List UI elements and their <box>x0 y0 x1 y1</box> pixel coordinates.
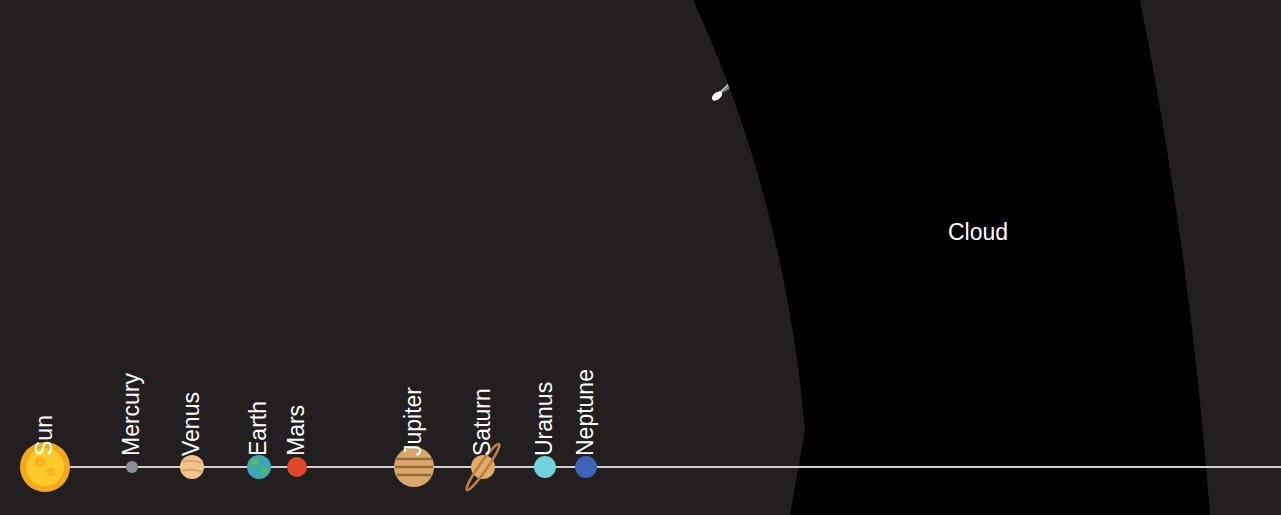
orbit-line <box>45 466 1281 468</box>
region-label: Cloud <box>948 219 1008 246</box>
planet-label: Venus <box>179 392 204 456</box>
earth <box>247 455 271 479</box>
planet-label: Saturn <box>470 388 495 456</box>
planet-label: Jupiter <box>401 387 426 456</box>
planet-label: Mercury <box>119 373 144 456</box>
uranus <box>534 456 556 478</box>
planet-label: Uranus <box>532 382 557 456</box>
neptune <box>575 456 597 478</box>
planet-label: Sun <box>32 415 57 456</box>
planet-label: Earth <box>246 401 271 456</box>
mars <box>287 457 307 477</box>
planet-label: Neptune <box>573 369 598 456</box>
oort-cloud-band: Cloud <box>690 0 1281 515</box>
mercury <box>126 461 138 473</box>
venus <box>180 455 204 479</box>
band-shape <box>690 0 1281 515</box>
planet-label: Mars <box>284 405 309 456</box>
